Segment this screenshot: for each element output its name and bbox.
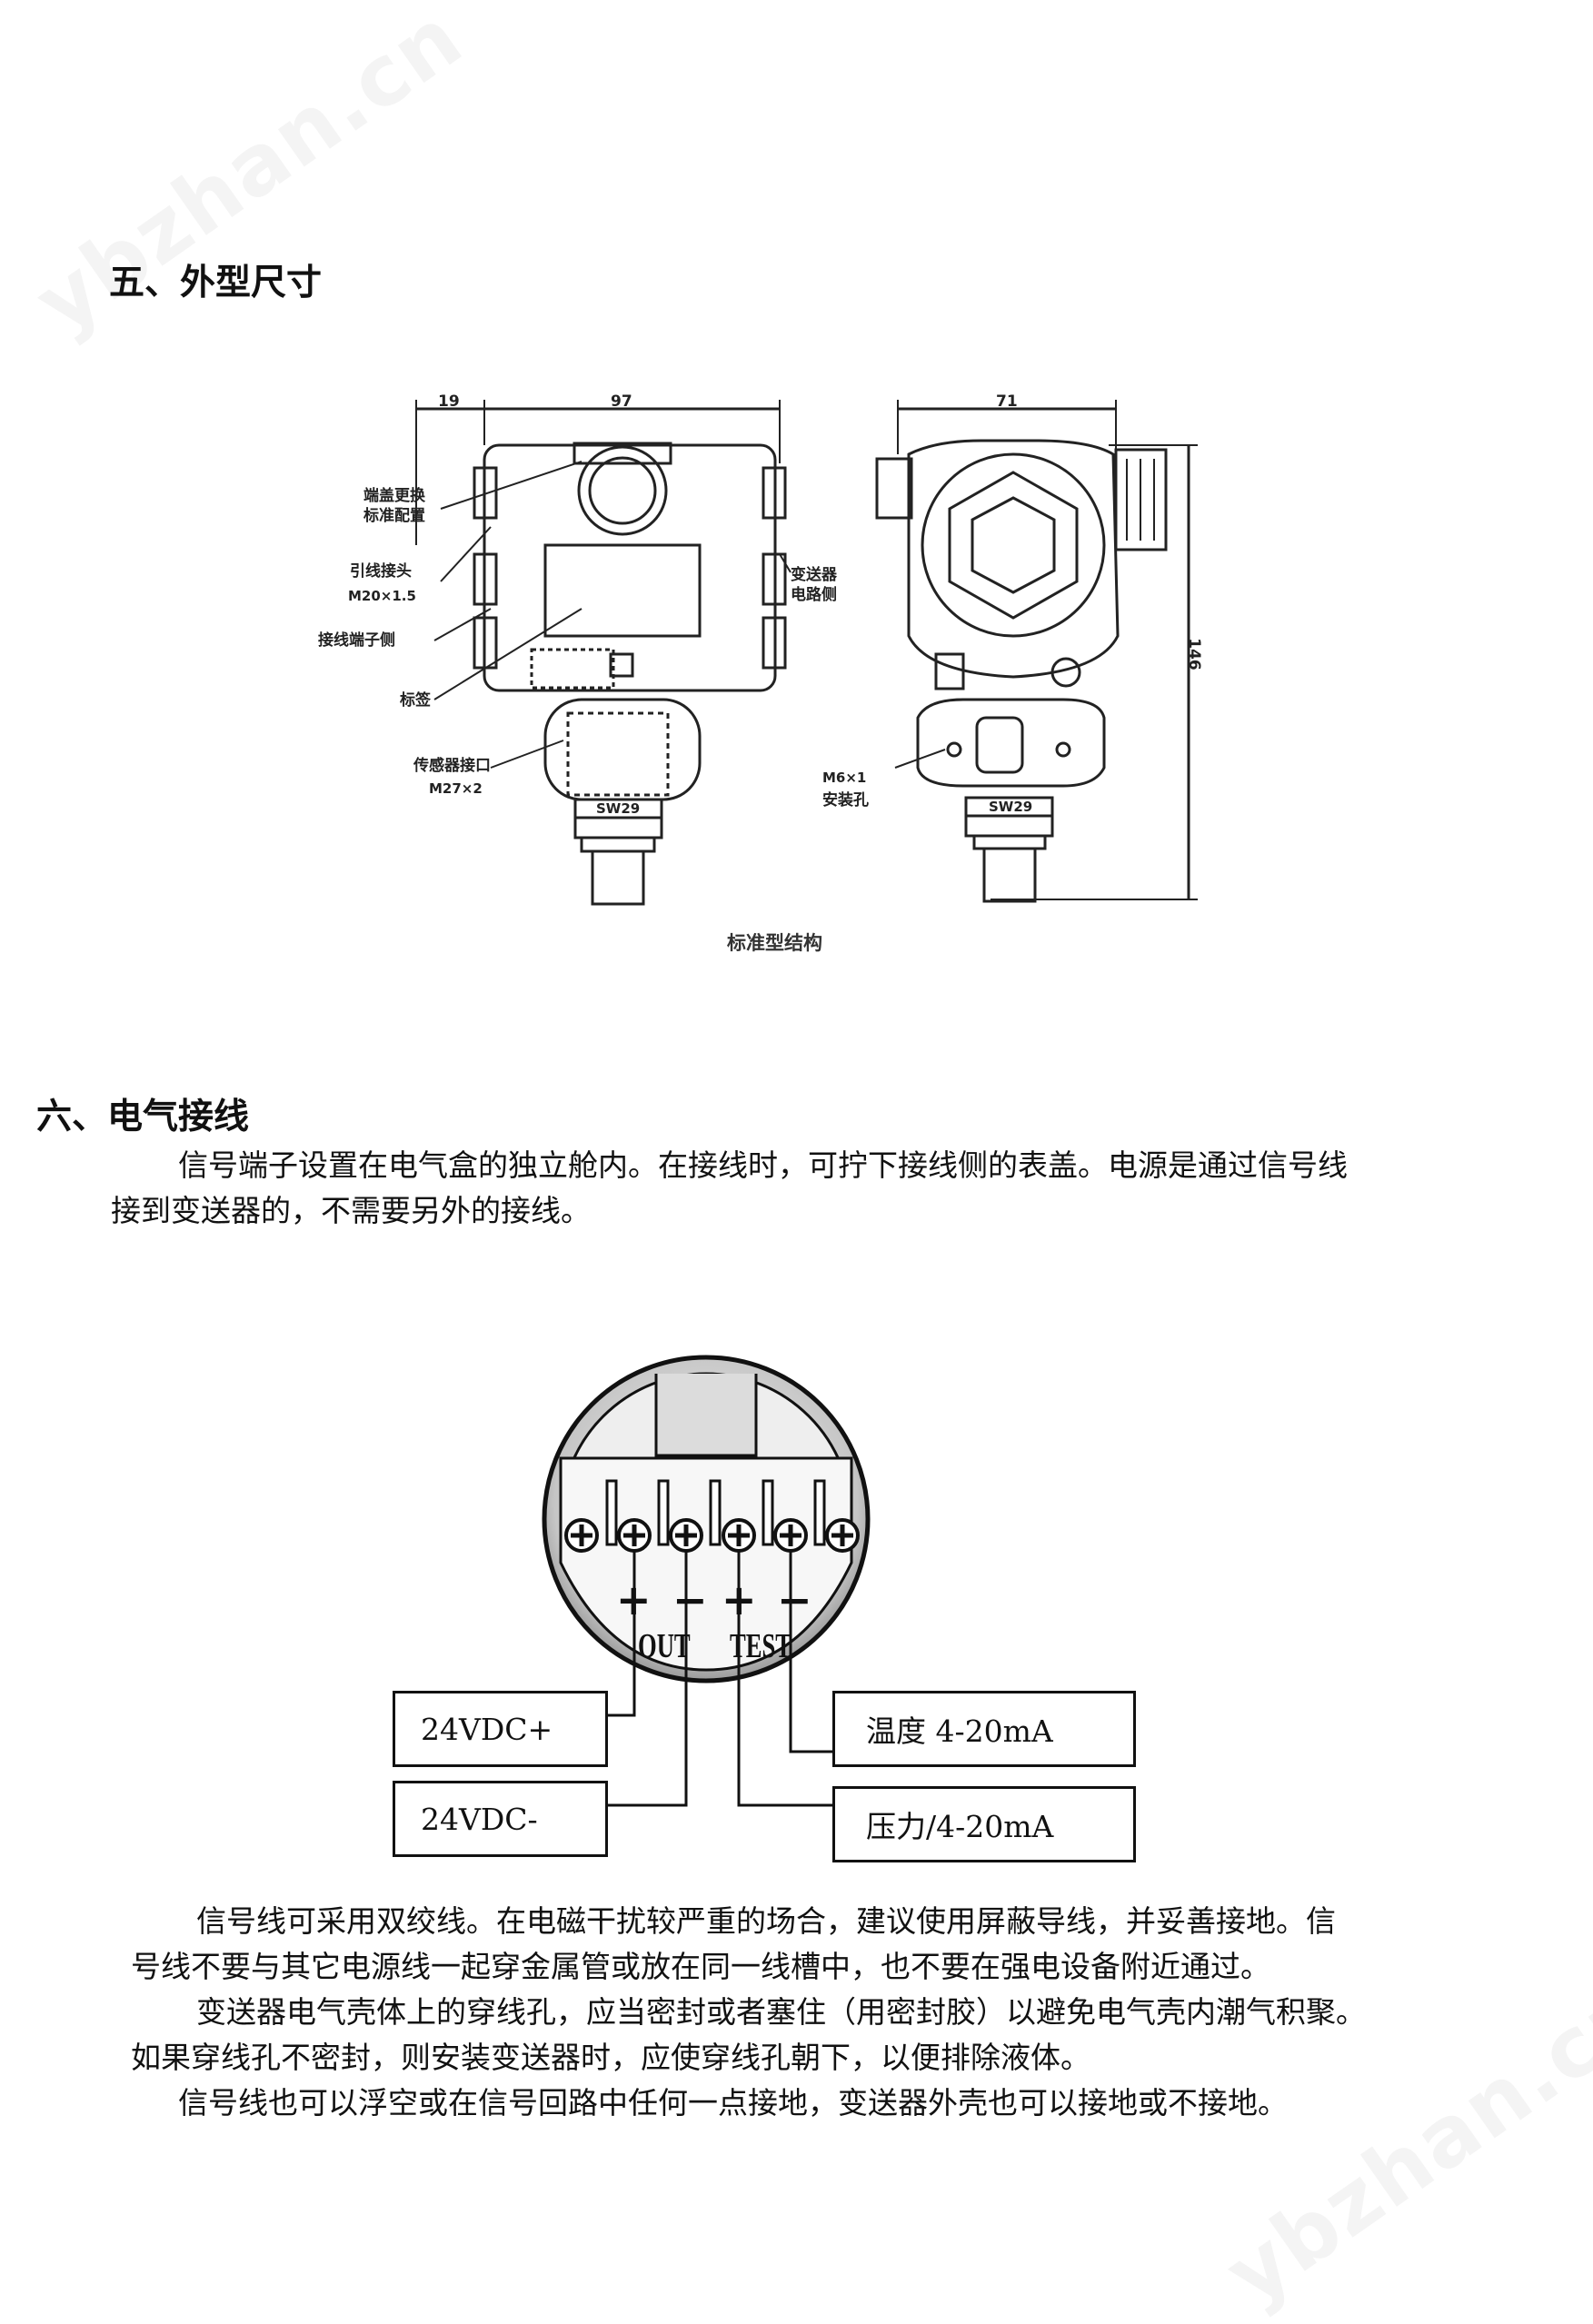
figure-caption: 标准型结构 (727, 932, 822, 954)
group-label-out: OUT (638, 1627, 691, 1665)
dim-71: 71 (996, 392, 1018, 411)
label-wrench-left: SW29 (596, 800, 641, 817)
wiring-diagram (542, 1355, 871, 1807)
note2-line-2: 如果穿线孔不密封，则安装变送器时，应使穿线孔朝下，以便排除液体。 (131, 2040, 1090, 2075)
dim-97: 97 (611, 392, 632, 411)
dimension-drawing-svg (415, 400, 1198, 906)
label-sensor-thread: M27×2 (429, 780, 483, 797)
wire-24vdc-minus (605, 1551, 688, 1807)
intro-line-2: 接到变送器的，不需要另外的接线。 (111, 1193, 591, 1228)
label-box-24vdc-minus: 24VDC- (393, 1781, 608, 1857)
wire-pressure (737, 1551, 833, 1807)
screw-out-plus (617, 1518, 652, 1553)
section6-heading: 六、电气接线 (36, 1097, 250, 1137)
dim-19: 19 (438, 392, 460, 411)
label-wrench-right: SW29 (989, 799, 1033, 815)
sign-out-minus: − (672, 1575, 708, 1624)
section5-heading: 五、外型尺寸 (109, 263, 323, 303)
label-box-24vdc-plus: 24VDC+ (393, 1691, 608, 1767)
group-label-test: TEST (730, 1627, 792, 1665)
screw-ground (564, 1518, 599, 1553)
sign-out-plus: + (616, 1575, 652, 1624)
note1-line-2: 号线不要与其它电源线一起穿金属管或放在同一线槽中，也不要在强电设备附近通过。 (131, 1949, 1270, 1984)
label-mount-thread: M6×1 (822, 770, 867, 786)
label-box-pressure: 压力/4-20mA (832, 1786, 1136, 1862)
label-mount-hole: 安装孔 (822, 791, 869, 809)
screw-out-minus (669, 1518, 703, 1553)
label-sensor-port: 传感器接口 (413, 757, 491, 775)
sign-test-minus: − (777, 1575, 812, 1624)
label-lead-thread: M20×1.5 (348, 588, 416, 604)
screw-ground-right (825, 1518, 860, 1553)
label-cover: 端盖更换 标准配置 (363, 487, 425, 525)
wire-temp (789, 1551, 833, 1753)
note3: 信号线也可以浮空或在信号回路中任何一点接地，变送器外壳也可以接地或不接地。 (178, 2085, 1288, 2120)
screw-test-plus (722, 1518, 756, 1553)
wire-24vdc-plus (605, 1551, 636, 1717)
note2-line-1: 变送器电气壳体上的穿线孔，应当密封或者塞住（用密封胶）以避免电气壳内潮气积聚。 (196, 1994, 1366, 2030)
intro-line-1: 信号端子设置在电气盒的独立舱内。在接线时，可拧下接线侧的表盖。电源是通过信号线 (178, 1147, 1348, 1183)
label-nameplate: 标签 (400, 691, 431, 710)
screw-test-minus (773, 1518, 808, 1553)
note1-line-1: 信号线可采用双绞线。在电磁干扰较严重的场合，建议使用屏蔽导线，并妥善接地。信 (196, 1903, 1336, 1939)
label-terminal-side: 接线端子侧 (318, 631, 395, 650)
label-box-temperature: 温度 4-20mA (832, 1691, 1136, 1767)
sign-test-plus: + (722, 1575, 757, 1624)
label-circuit-side: 变送器 电路侧 (791, 566, 837, 604)
label-lead-joint: 引线接头 (350, 562, 412, 581)
